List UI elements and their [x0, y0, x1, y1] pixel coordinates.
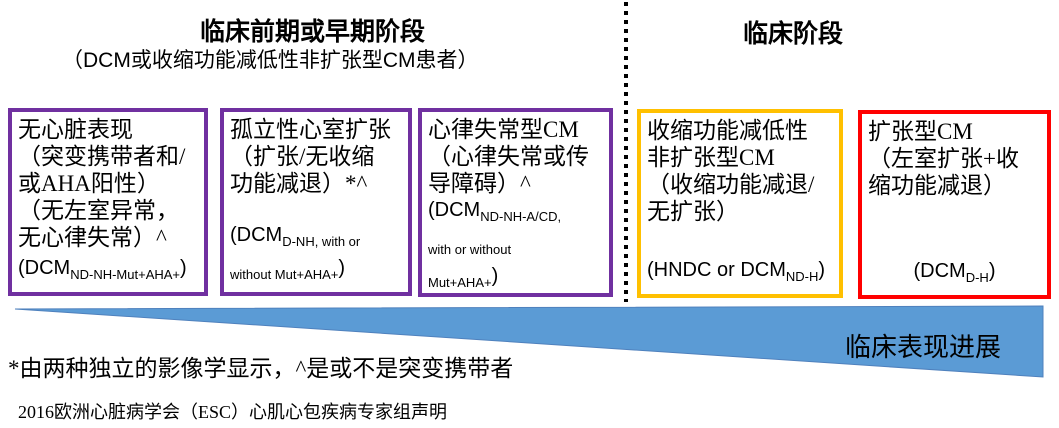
- stage-box-line: 非扩张型CM: [647, 145, 775, 170]
- formula-subscript: D-H: [965, 270, 989, 285]
- formula-open: (DCM: [913, 260, 966, 282]
- footnote-symbols: *由两种独立的影像学显示，^是或不是突变携带者: [8, 356, 514, 381]
- stage-box-line: （无左室异常，: [18, 198, 179, 223]
- formula-close: ): [818, 259, 826, 281]
- stage-box-line: 扩张型CM: [868, 119, 973, 144]
- stage-box-line: （突变携带者和/: [18, 144, 186, 169]
- stage-box-line: 收缩功能减低性: [647, 118, 808, 143]
- stage-box-hypokinetic-non-dilated-cm: 收缩功能减低性 非扩张型CM （收缩功能减退/ 无扩张） (HNDC or DC…: [637, 109, 843, 298]
- formula-open: (DCM: [428, 199, 481, 221]
- stage-box-line: （扩张/无收缩: [230, 144, 375, 169]
- progression-label: 临床表现进展: [845, 333, 1002, 362]
- stage-box-line: 无心脏表现: [18, 117, 133, 142]
- stage-box-line: 缩功能减退）: [868, 173, 1006, 198]
- clinical-stage-title: 临床阶段: [743, 20, 844, 48]
- progression-wedge-shape: [14, 305, 1044, 378]
- preclinical-stage-title: 临床前期或早期阶段: [199, 18, 425, 46]
- formula-close: ): [988, 260, 996, 282]
- formula-subscript: D-NH, with or without Mut+AHA+: [230, 234, 361, 282]
- footnote-source: 2016欧洲心脏病学会（ESC）心肌心包疾病专家组声明: [18, 402, 448, 422]
- stage-box-arrhythmic-cm: 心律失常型CM （心律失常或传 导障碍）^ (DCMND-NH-A/CD, wi…: [418, 108, 613, 297]
- stage-box-line: 无心律失常）^: [18, 225, 167, 250]
- stage-box-line: （心律失常或传: [428, 144, 589, 169]
- stage-box-formula: (DCMD-NH, with or without Mut+AHA+): [230, 222, 365, 288]
- formula-open: (DCM: [18, 257, 71, 279]
- stage-box-line: （收缩功能减退/: [647, 172, 815, 197]
- formula-subscript: ND-H: [785, 269, 819, 284]
- formula-close: ): [180, 257, 187, 279]
- formula-close: ): [491, 265, 499, 287]
- formula-open: (DCM: [230, 224, 283, 246]
- formula-close: ): [338, 257, 346, 279]
- stage-box-formula: (DCMND-NH-Mut+AHA+): [18, 255, 198, 288]
- stage-box-line: 心律失常型CM: [428, 117, 579, 142]
- progression-wedge: [14, 305, 1044, 378]
- stage-box-line: 无扩张）: [647, 199, 739, 224]
- formula-subscript: ND-NH-Mut+AHA+: [70, 267, 181, 282]
- formula-open: (HNDC or DCM: [647, 259, 786, 281]
- stage-box-no-cardiac-manifestation: 无心脏表现 （突变携带者和/ 或AHA阳性） （无左室异常， 无心律失常）^ (…: [8, 108, 208, 296]
- formula-subscript: ND-NH-A/CD, with or without Mut+AHA+: [428, 209, 562, 290]
- stage-box-line: 或AHA阳性）: [18, 171, 160, 196]
- stage-box-line: （左室扩张+收: [868, 146, 1019, 171]
- stage-box-dilated-cm: 扩张型CM （左室扩张+收 缩功能减退） (DCMD-H): [858, 110, 1051, 299]
- preclinical-stage-subtitle: （DCM或收缩功能减低性非扩张型CM患者）: [62, 49, 479, 72]
- stage-box-formula: (DCMD-H): [868, 258, 1041, 291]
- stage-box-line: 孤立性心室扩张: [230, 117, 391, 142]
- stage-box-isolated-ventricular-dilation: 孤立性心室扩张 （扩张/无收缩 功能减退）*^ (DCMD-NH, with o…: [220, 108, 412, 296]
- stage-box-formula: (DCMND-NH-A/CD, with or without Mut+AHA+…: [428, 197, 578, 296]
- stage-box-line: 功能减退）*^: [230, 171, 368, 196]
- stage-box-line: 导障碍）^: [428, 171, 531, 196]
- section-divider-dotted-line: [624, 2, 628, 302]
- stage-box-formula: (HNDC or DCMND-H): [647, 257, 833, 290]
